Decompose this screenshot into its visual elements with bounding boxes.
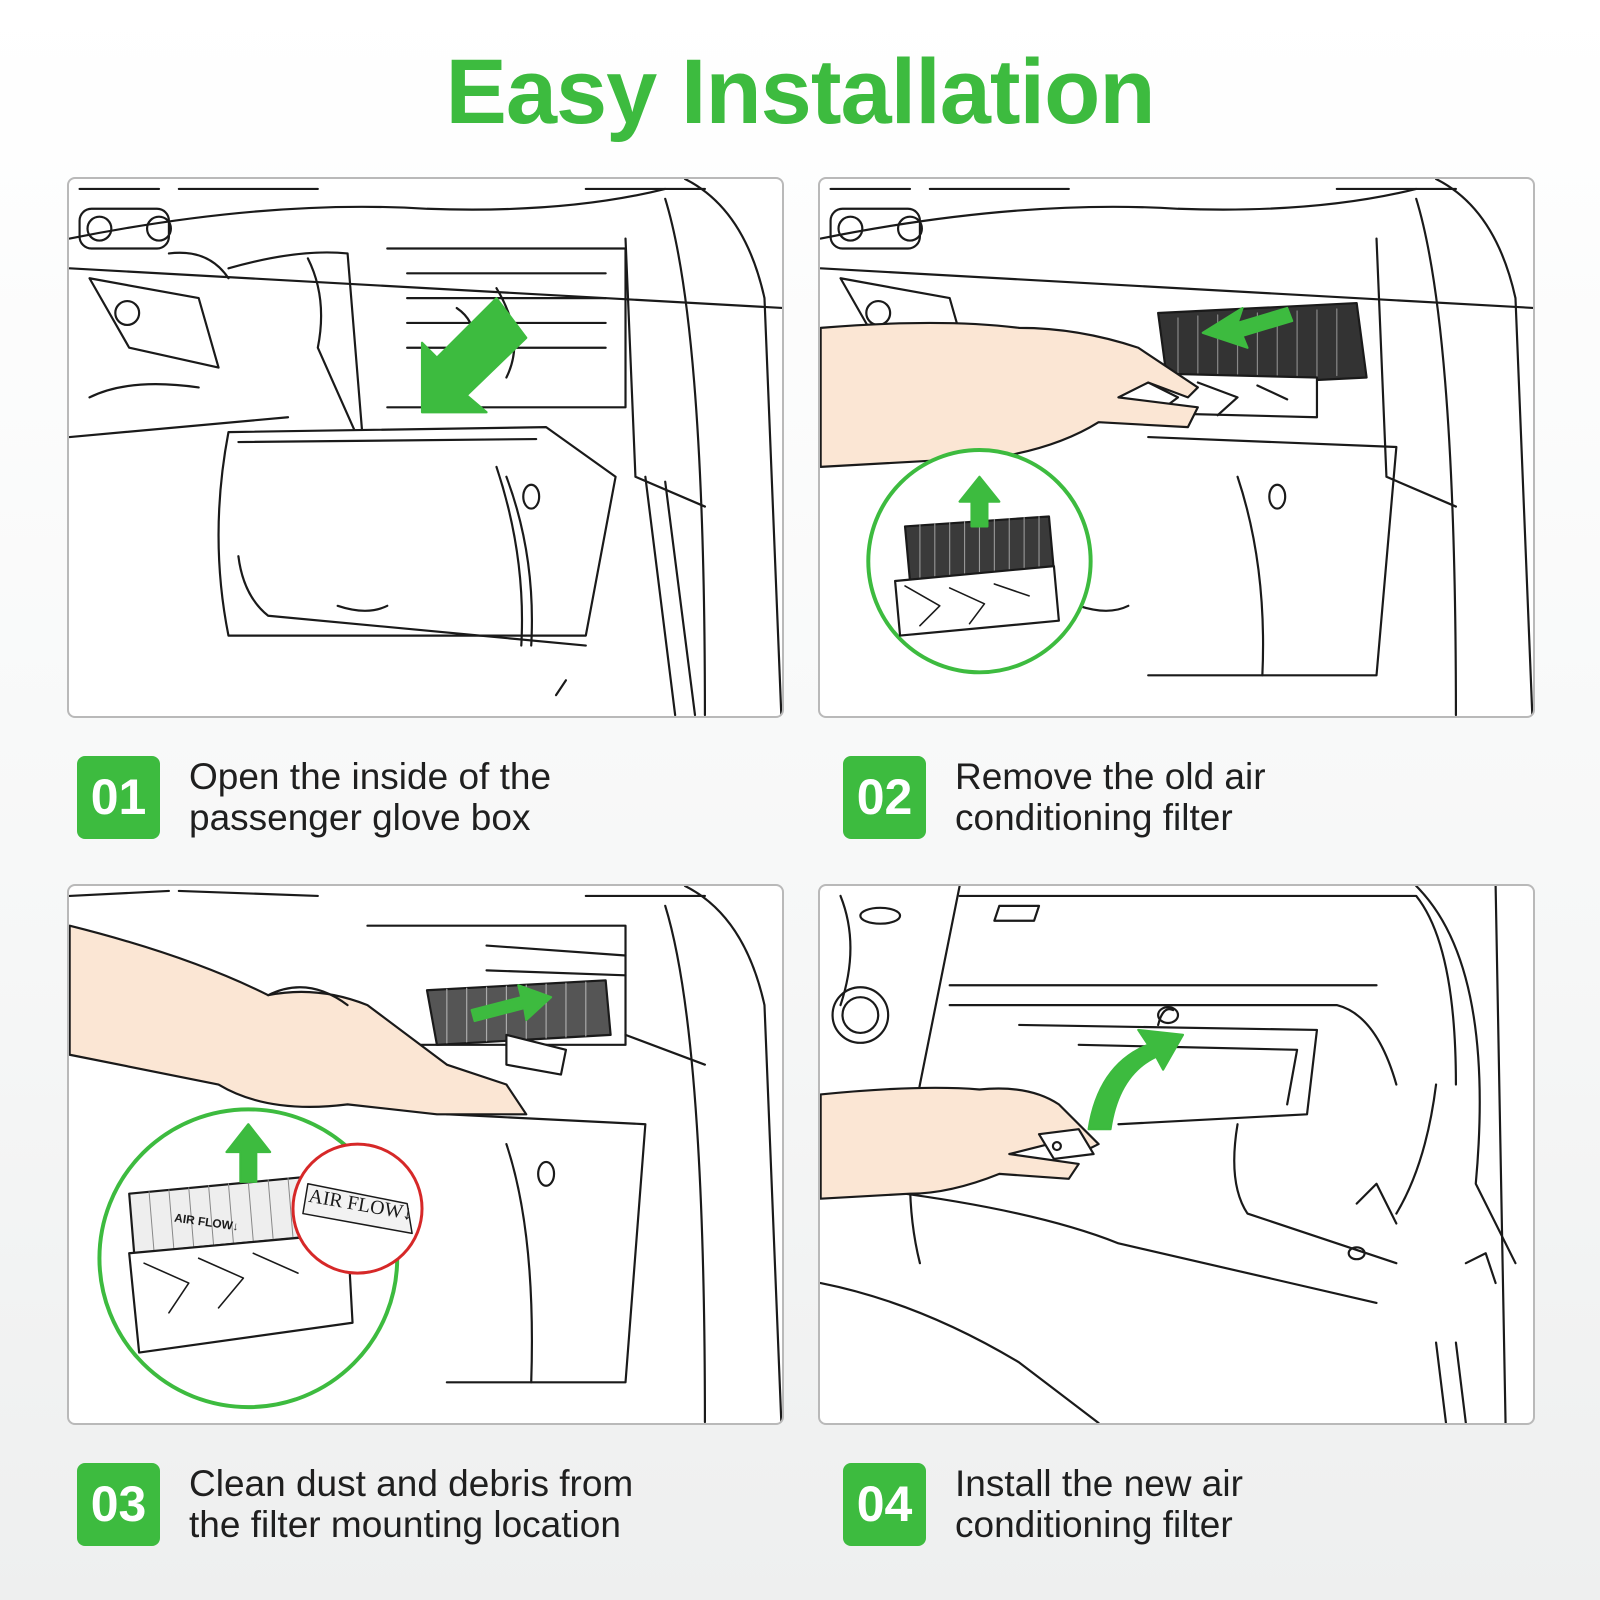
- step-2-text: Remove the old air conditioning filter: [955, 756, 1475, 838]
- step-4-line-1: Install the new air: [955, 1463, 1243, 1504]
- step-2-badge: 02: [843, 756, 926, 839]
- step-2-illustration: [818, 177, 1535, 718]
- green-arrow: [1201, 306, 1294, 349]
- step-3-line-1: Clean dust and debris from: [189, 1463, 634, 1504]
- dashboard-lines: [69, 886, 782, 1423]
- inset-circle: AIR FLOW↓ AIR FLOW↓: [97, 1107, 424, 1410]
- step-3-badge: 03: [77, 1463, 160, 1546]
- green-down-arrow: [420, 297, 528, 414]
- step-2-line-1: Remove the old air: [955, 756, 1266, 797]
- green-curved-arrow: [1087, 1028, 1185, 1131]
- new-filter-being-inserted: [425, 979, 612, 1076]
- step-1-illustration: [67, 177, 784, 718]
- step-1-line-1: Open the inside of the: [189, 756, 552, 797]
- step-3-line-2: the filter mounting location: [189, 1504, 621, 1545]
- step-1-line-2: passenger glove box: [189, 797, 531, 838]
- dashboard-lines: [820, 179, 1533, 716]
- hands: [69, 924, 528, 1116]
- step-3-text: Clean dust and debris from the filter mo…: [189, 1463, 709, 1545]
- hand: [820, 321, 1199, 468]
- inset-circle: [866, 447, 1093, 675]
- step-4-illustration: [818, 884, 1535, 1425]
- step-3-illustration: AIR FLOW↓ AIR FLOW↓: [67, 884, 784, 1425]
- step-1-badge: 01: [77, 756, 160, 839]
- green-arrow: [470, 984, 553, 1023]
- page-title: Easy Installation: [445, 41, 1155, 143]
- glove-box-lid: [217, 426, 697, 716]
- step-1-text: Open the inside of the passenger glove b…: [189, 756, 709, 838]
- step-4-badge: 04: [843, 1463, 926, 1546]
- hand: [820, 1086, 1100, 1200]
- dashboard-lines: [69, 179, 782, 716]
- step-4-line-2: conditioning filter: [955, 1504, 1233, 1545]
- step-2-line-2: conditioning filter: [955, 797, 1233, 838]
- step-4-text: Install the new air conditioning filter: [955, 1463, 1475, 1545]
